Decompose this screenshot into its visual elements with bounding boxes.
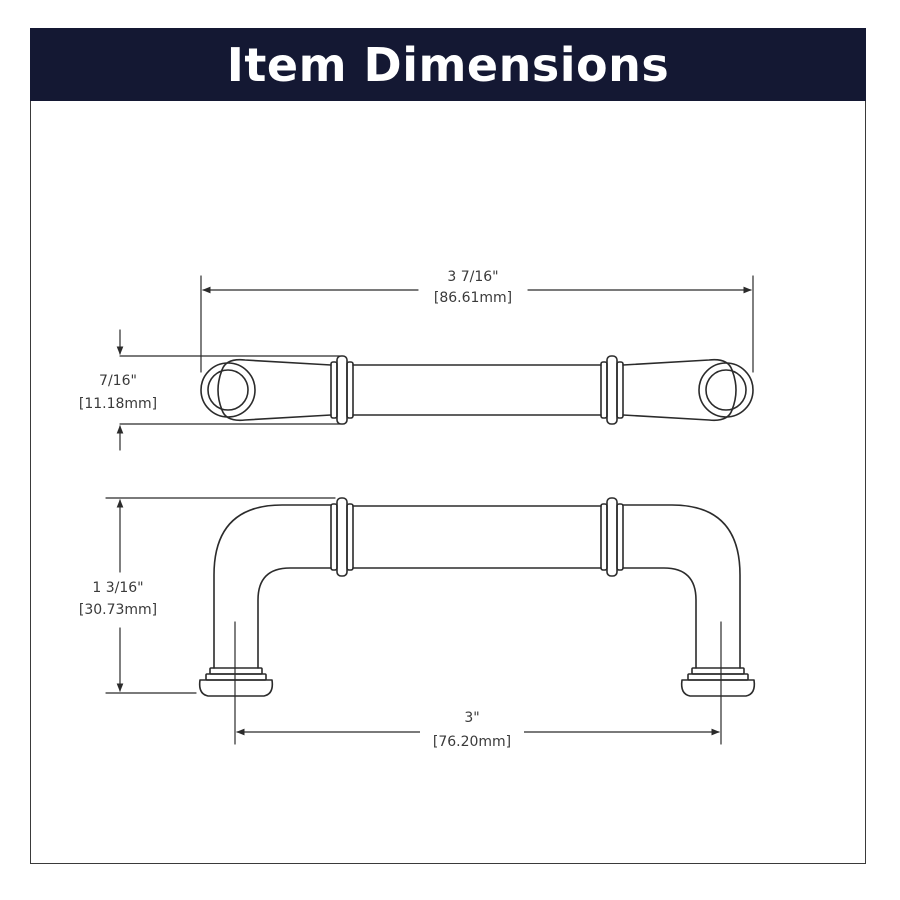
height-imperial: 1 3/16"	[92, 580, 143, 596]
center-to-center-imperial: 3"	[464, 710, 479, 726]
height-metric: [30.73mm]	[79, 602, 157, 618]
side-view-handle	[198, 497, 756, 697]
top-view-handle	[200, 355, 754, 425]
overall-length-imperial: 3 7/16"	[447, 269, 498, 285]
overall-length-metric: [86.61mm]	[434, 290, 512, 306]
width-imperial: 7/16"	[99, 373, 137, 389]
center-to-center-metric: [76.20mm]	[433, 734, 511, 750]
height-dimension	[105, 497, 336, 694]
width-metric: [11.18mm]	[79, 396, 157, 412]
page-title: Item Dimensions	[30, 28, 866, 101]
width-dimension	[116, 329, 341, 451]
